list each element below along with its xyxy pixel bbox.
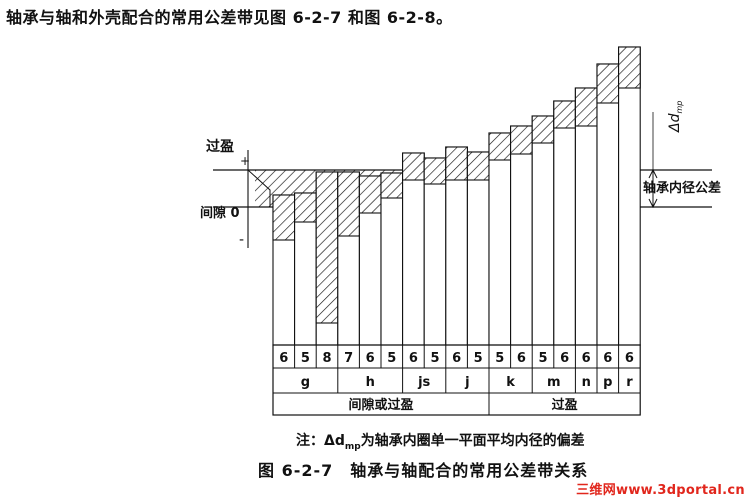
grade-cell: 6	[452, 351, 461, 366]
field-cell: p	[603, 375, 612, 390]
tolerance-zone	[423, 157, 447, 185]
tolerance-zone	[488, 132, 512, 161]
grade-cell: 6	[560, 351, 569, 366]
tolerance-zone	[445, 146, 468, 181]
tolerance-zone	[466, 151, 490, 181]
field-cell: r	[626, 375, 633, 390]
tolerance-bar	[574, 87, 598, 346]
grade-cell: 5	[301, 351, 310, 366]
site-watermark: 三维网www.3dportal.cn	[576, 483, 745, 498]
tolerance-bar	[423, 157, 447, 346]
field-cell: js	[417, 375, 430, 390]
field-cell: n	[582, 375, 591, 390]
plus-sign: +	[240, 154, 250, 168]
tolerance-bar	[466, 151, 490, 346]
grade-cell: 6	[625, 351, 634, 366]
field-cell: k	[506, 375, 515, 390]
grade-cell: 5	[387, 351, 396, 366]
intro-text: 轴承与轴和外壳配合的常用公差带见图 6-2-7 和图 6-2-8。	[6, 8, 453, 27]
interference-label: 过盈	[206, 138, 234, 155]
tolerance-bar	[553, 100, 576, 346]
grade-cell: 8	[322, 351, 331, 366]
field-cell: h	[366, 375, 375, 390]
delta-dmp-arrow-bottom	[648, 198, 658, 209]
footnote: 注：Δdmp为轴承内圈单一平面平均内径的偏差	[296, 433, 585, 452]
grade-cell: 5	[430, 351, 439, 366]
tolerance-zone	[574, 87, 598, 127]
tolerance-zone	[531, 115, 555, 144]
tolerance-zone	[272, 194, 296, 241]
delta-dmp-label: Δdmp	[667, 101, 684, 133]
tolerance-bar	[531, 115, 555, 346]
tolerance-zone	[553, 100, 576, 129]
tolerance-bar	[510, 125, 533, 346]
group-cell: 过盈	[552, 397, 578, 413]
tolerance-zone	[510, 125, 533, 155]
grade-cell: 6	[582, 351, 591, 366]
clearance-zero-label: 间隙 0	[200, 205, 240, 221]
grade-cell: 5	[538, 351, 547, 366]
grade-cell: 5	[495, 351, 504, 366]
tolerance-zone	[596, 63, 620, 104]
grade-cell: 6	[517, 351, 526, 366]
tolerance-zone	[294, 192, 317, 223]
tolerance-bar	[402, 152, 425, 346]
tolerance-bar	[488, 132, 512, 346]
tolerance-zone	[315, 171, 339, 324]
bearing-bore-tolerance-label: 轴承内径公差	[643, 180, 721, 196]
tolerance-bar	[596, 63, 620, 346]
grade-cell: 6	[279, 351, 288, 366]
field-cell: m	[547, 375, 561, 390]
band-left-slant	[247, 169, 271, 207]
table-frame	[272, 344, 641, 416]
field-cell: j	[464, 375, 469, 390]
grade-cell: 6	[603, 351, 612, 366]
tolerance-zone	[402, 152, 425, 181]
tolerance-zone	[358, 175, 382, 214]
shaft-tolerance-zones	[272, 46, 641, 346]
minus-sign: -	[239, 232, 244, 248]
tolerance-zone	[618, 46, 641, 89]
tolerance-bar	[380, 172, 404, 346]
tolerance-bar	[618, 46, 641, 346]
figure-caption: 图 6-2-7 轴承与轴配合的常用公差带关系	[258, 461, 589, 480]
group-cell: 间隙或过盈	[348, 397, 413, 413]
grade-cell: 6	[366, 351, 375, 366]
tolerance-zone	[337, 171, 360, 237]
field-cell: g	[301, 375, 310, 390]
grade-cell: 7	[344, 351, 353, 366]
grade-cell: 5	[474, 351, 483, 366]
grade-cell: 6	[409, 351, 418, 366]
tolerance-zone	[380, 172, 404, 199]
